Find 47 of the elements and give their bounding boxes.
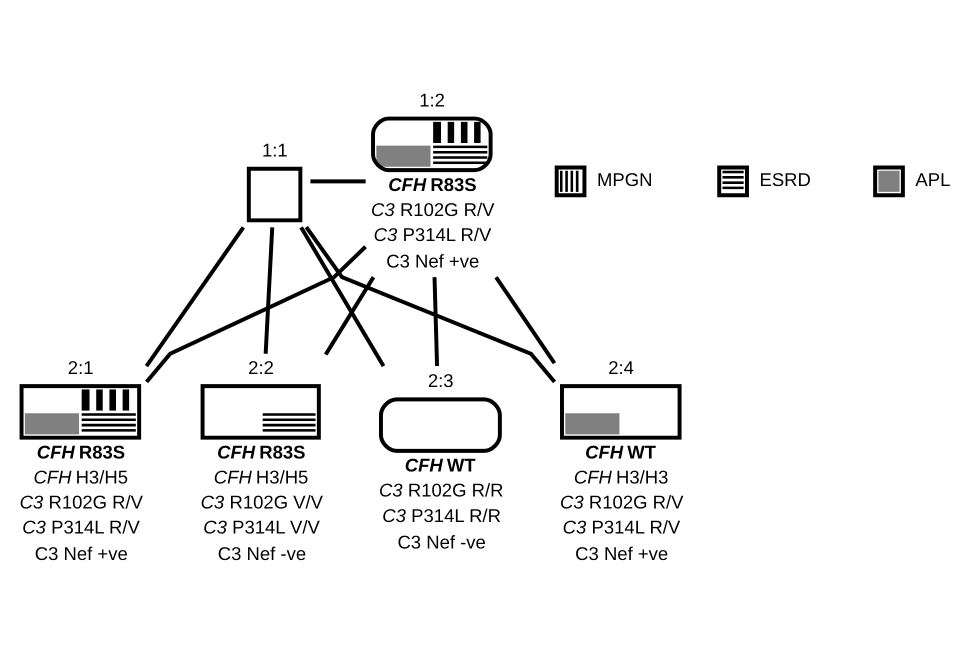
connector [304,225,556,383]
node-label: CFH WT [404,454,476,476]
node-label: 1:2 [418,88,444,110]
node-label: C3 Nef +ve [574,542,668,564]
node-label: C3 Nef +ve [34,542,128,564]
node-box [370,116,492,172]
node-label: C3 Nef -ve [217,542,306,564]
connector [432,276,439,366]
node-label: C3 P314L R/R [382,504,500,526]
connector [298,226,385,367]
node-label: C3 R102G R/R [378,479,503,500]
connector [494,276,556,364]
node-label: C3 Nef -ve [396,530,486,552]
node-box [560,384,682,440]
legend-label: APL [914,168,950,190]
node-label: C3 R102G R/V [370,198,494,220]
legend-label: ESRD [759,168,810,190]
node-label: C3 R102G V/V [200,491,323,512]
node-label: C3 P314L R/V [22,516,140,538]
node-box [246,166,302,222]
node-label: CFH H3/H5 [213,466,308,488]
node-box [200,384,320,440]
legend-label: MPGN [596,168,652,190]
node-label: CFH H3/H3 [573,466,668,488]
node-label: C3 P314L V/V [202,516,320,538]
node-box [378,396,502,452]
node-label: 2:4 [608,356,634,378]
node-label: 2:3 [427,370,454,391]
node-label: CFH H3/H5 [32,466,128,488]
node-label: CFH R83S [36,440,125,462]
node-label: CFH R83S [388,173,476,194]
node-box [19,384,141,440]
connector [263,226,274,354]
node-label: CFH R83S [216,440,305,462]
node-label: 1:1 [262,138,288,160]
node-label: C3 Nef +ve [386,250,479,271]
connector [144,244,366,383]
node-label: CFH WT [584,440,656,462]
node-label: C3 P314L R/V [562,516,680,538]
node-label: C3 R102G R/V [19,491,143,512]
node-label: 2:1 [67,356,93,378]
connector [310,178,366,183]
node-label: C3 P314L R/V [373,224,491,245]
connector [323,276,375,356]
node-label: 2:2 [248,356,274,378]
connector [144,226,244,367]
node-label: C3 R102G R/V [559,491,683,512]
